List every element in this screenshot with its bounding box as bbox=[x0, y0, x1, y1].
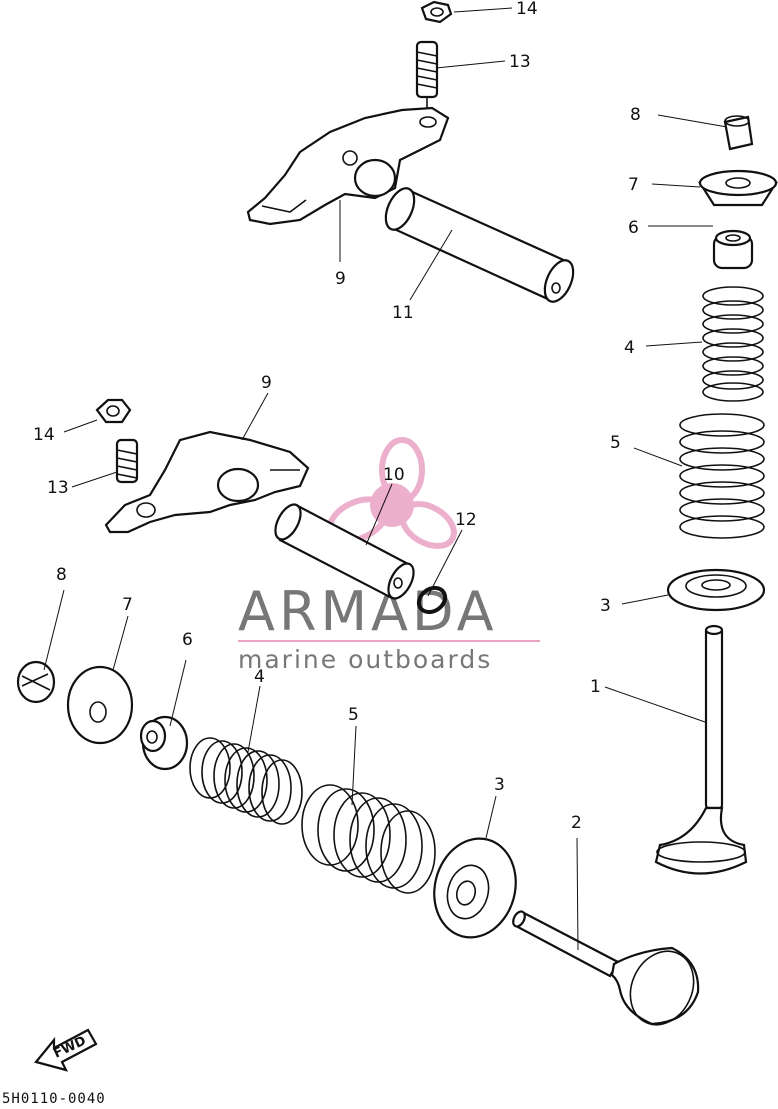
valve-spring-part-5-left bbox=[301, 784, 436, 894]
callout-3-left: 3 bbox=[494, 775, 505, 795]
forward-direction-marker: FWD bbox=[34, 1028, 98, 1072]
valve-cotter-part-8-left bbox=[16, 660, 56, 704]
spring-retainer-part-7-right bbox=[697, 169, 778, 207]
propeller-logo bbox=[326, 437, 457, 549]
callout-7-left: 7 bbox=[122, 595, 133, 615]
nut-part-14-middle bbox=[95, 398, 132, 424]
callout-11: 11 bbox=[392, 303, 414, 323]
drawing-code: 5H0110-0040 bbox=[2, 1091, 106, 1107]
spring-retainer-part-7-left bbox=[66, 665, 134, 745]
spring-seat-part-3-right bbox=[666, 568, 766, 612]
intake-valve-part-2 bbox=[512, 910, 700, 1026]
callout-6-left: 6 bbox=[182, 630, 193, 650]
rocker-arm-part-9-top bbox=[246, 106, 450, 226]
stem-seal-part-6-left bbox=[139, 715, 189, 771]
o-ring-part-12 bbox=[416, 585, 448, 615]
brand-name: ARMADA bbox=[238, 580, 498, 643]
valve-spring-part-4-right bbox=[702, 286, 764, 402]
rocker-shaft-part-10 bbox=[274, 503, 415, 600]
adjusting-screw-part-13-top bbox=[415, 40, 439, 118]
stem-seal-part-6-right bbox=[712, 229, 754, 270]
spring-seat-part-3-left bbox=[433, 837, 517, 939]
callout-7-right: 7 bbox=[628, 175, 639, 195]
callout-13-top: 13 bbox=[509, 52, 531, 72]
adjusting-screw-part-13-middle bbox=[115, 438, 139, 484]
callout-4-left: 4 bbox=[254, 667, 265, 687]
leader-lines bbox=[43, 7, 728, 951]
callout-14-top: 14 bbox=[516, 0, 538, 19]
callout-8-left: 8 bbox=[56, 565, 67, 585]
nut-part-14-top bbox=[420, 0, 453, 24]
callout-13-middle: 13 bbox=[47, 478, 69, 498]
callout-5-right: 5 bbox=[610, 433, 621, 453]
brand-tagline: marine outboards bbox=[238, 645, 492, 674]
exhaust-valve-part-1 bbox=[654, 624, 748, 875]
valve-spring-part-4-left bbox=[189, 737, 303, 825]
callout-9-middle: 9 bbox=[261, 373, 272, 393]
callout-10: 10 bbox=[383, 465, 405, 485]
armada-watermark: ARMADA marine outboards bbox=[238, 437, 540, 674]
callout-5-left: 5 bbox=[348, 705, 359, 725]
callout-4-right: 4 bbox=[624, 338, 635, 358]
callout-9-top: 9 bbox=[335, 269, 346, 289]
callout-14-middle: 14 bbox=[33, 425, 55, 445]
callout-6-right: 6 bbox=[628, 218, 639, 238]
callout-1: 1 bbox=[590, 677, 601, 697]
rocker-arm-part-9-middle bbox=[104, 430, 310, 534]
callout-8-right: 8 bbox=[630, 105, 641, 125]
callout-3-right: 3 bbox=[600, 596, 611, 616]
valve-cotter-part-8-right bbox=[723, 115, 754, 151]
valve-spring-part-5-right bbox=[679, 413, 765, 539]
callout-12: 12 bbox=[455, 510, 477, 530]
callout-labels: 14 13 9 11 8 7 6 4 5 3 1 2 3 5 4 6 7 8 9… bbox=[33, 0, 641, 833]
rocker-shaft-part-11 bbox=[384, 187, 575, 303]
callout-2: 2 bbox=[571, 813, 582, 833]
